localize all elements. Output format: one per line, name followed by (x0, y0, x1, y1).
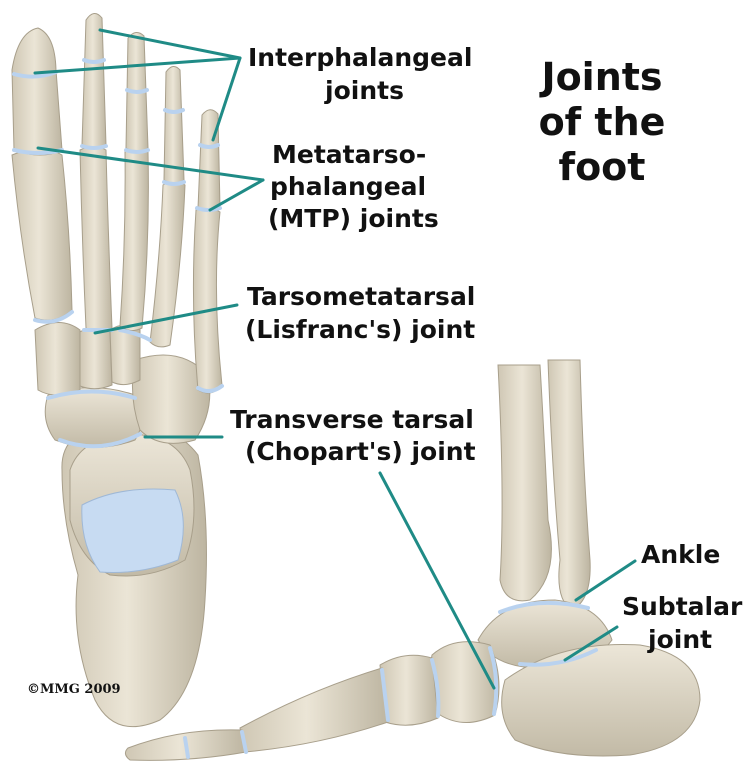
label-mtp-line3: (MTP) joints (268, 204, 439, 234)
copyright-text: ©MMG 2009 (27, 682, 121, 697)
metatarsal-2 (80, 147, 112, 332)
diagram-title-line3: foot (527, 145, 677, 189)
intermediate-cuneiform (80, 327, 112, 389)
label-interphalangeal-line2: joints (325, 76, 404, 106)
label-ankle: Ankle (641, 540, 720, 570)
toe-1-phalanges (12, 28, 62, 155)
leader-interphalangeal-1 (100, 30, 240, 58)
label-transverse-tarsal-line1: Transverse tarsal (230, 405, 474, 435)
medial-cuneiform (35, 323, 80, 396)
label-tarsometatarsal-line2: (Lisfranc's) joint (245, 315, 475, 345)
talus-cartilage (82, 489, 184, 573)
toe-2-phalanges (82, 13, 106, 148)
label-mtp-line1: Metatarso- (272, 140, 426, 170)
leader-mtp-1 (38, 148, 263, 180)
label-transverse-tarsal-line2: (Chopart's) joint (245, 437, 476, 467)
diagram-title-line2: of the (522, 100, 682, 144)
label-tarsometatarsal-line1: Tarsometatarsal (247, 282, 475, 312)
metatarsal-1 (12, 149, 72, 321)
leader-interphalangeal-3 (213, 58, 240, 140)
dorsal-view-foot (12, 13, 222, 726)
metatarsal-5 (193, 208, 222, 393)
label-subtalar-line2: joint (648, 625, 712, 655)
fibula-bone (548, 360, 590, 610)
label-interphalangeal-line1: Interphalangeal (248, 43, 472, 73)
tibia-bone (498, 365, 551, 601)
label-subtalar-line1: Subtalar (622, 592, 742, 622)
metatarsal-3 (120, 149, 148, 331)
label-mtp-line2: phalangeal (270, 172, 426, 202)
diagram-title-line1: Joints (527, 55, 677, 99)
metatarsal-lateral (240, 668, 388, 752)
